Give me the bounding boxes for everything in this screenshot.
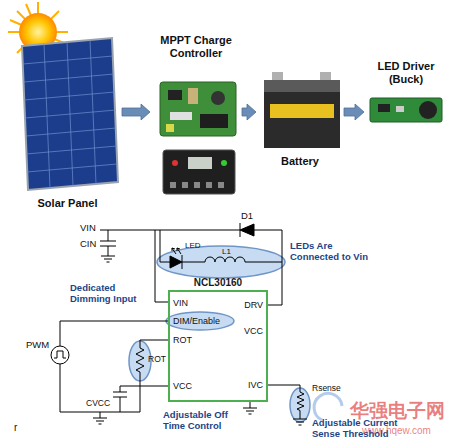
flow-arrow xyxy=(242,104,256,120)
solar-panel xyxy=(22,38,118,190)
pin-name: DRV xyxy=(244,300,263,310)
signal-label: PWM xyxy=(26,340,49,351)
component-label: ROT xyxy=(148,355,166,365)
battery xyxy=(264,72,340,148)
solar-panel-node: Solar Panel xyxy=(15,38,120,210)
pin-name: VIN xyxy=(173,298,188,308)
node-label: Battery xyxy=(258,155,342,168)
component-label: Rsense xyxy=(312,384,341,394)
led-driver-board xyxy=(370,98,442,122)
component-label: CVCC xyxy=(86,399,110,409)
watermark: 华强电子网 xyxy=(350,400,445,422)
signal-label: VIN xyxy=(80,223,96,234)
component-label: D1 xyxy=(241,211,253,222)
ic-chip: NCL30160VINDIM/EnableROTVCCDRVVCCIVC xyxy=(168,290,268,402)
pin-name: VCC xyxy=(173,381,192,391)
pin-name: DIM/Enable xyxy=(173,316,220,326)
charge-controller-board xyxy=(160,82,236,136)
callout-text: Dedicated Dimming Input xyxy=(70,283,150,305)
charge-controller-node: MPPT Charge Controller xyxy=(152,34,240,198)
callout-text: Adjustable Off Time Control xyxy=(163,410,245,432)
flow-arrow xyxy=(344,104,364,120)
schematic-wiring xyxy=(51,223,310,425)
flow-arrow xyxy=(122,104,150,120)
watermark: www.hqew.com xyxy=(362,425,431,437)
led-driver-node: LED Driver (Buck) xyxy=(366,60,446,126)
battery-node: Battery xyxy=(258,68,342,168)
callout-text: LEDs Are Connected to Vin xyxy=(290,241,380,263)
watermark-logo xyxy=(314,393,342,420)
charge-controller-unit xyxy=(163,150,235,194)
chip-name: NCL30160 xyxy=(170,277,266,289)
pin-name: VCC xyxy=(244,326,263,336)
component-label: LED xyxy=(185,241,201,250)
node-label: MPPT Charge Controller xyxy=(156,34,236,59)
node-label: Solar Panel xyxy=(15,197,120,210)
component-label: L1 xyxy=(222,247,231,256)
pin-name: IVC xyxy=(248,380,263,390)
pin-name: ROT xyxy=(173,335,192,345)
node-label: LED Driver (Buck) xyxy=(371,60,441,85)
component-label: CIN xyxy=(80,239,96,250)
stray-letter: r xyxy=(14,422,17,434)
